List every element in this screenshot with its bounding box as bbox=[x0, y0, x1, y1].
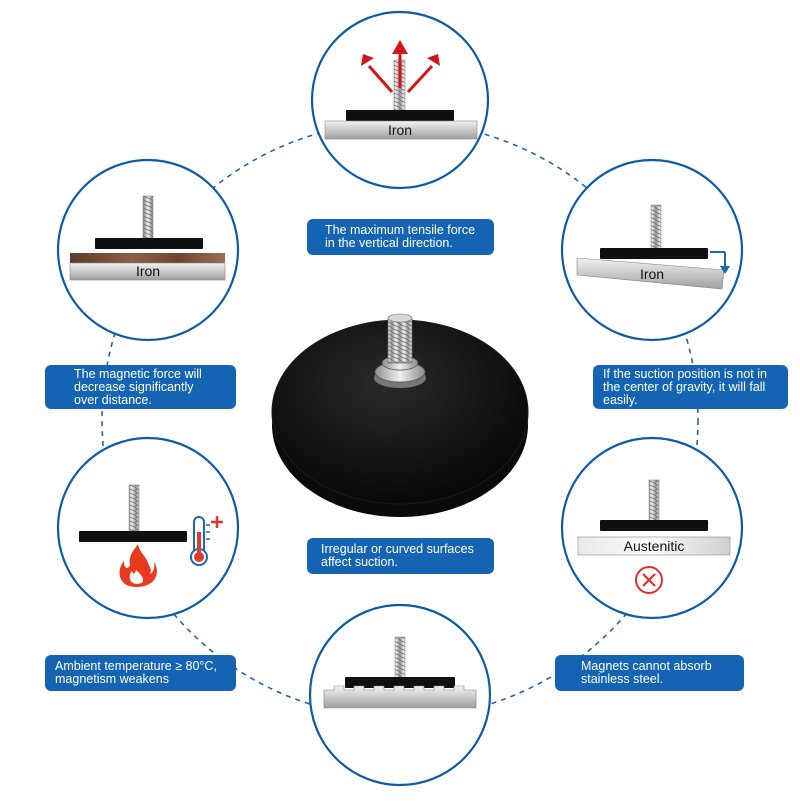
caption-distance: The magnetic force will decrease signifi… bbox=[45, 365, 236, 409]
central-magnet bbox=[271, 313, 529, 517]
caption-irregular-surface: Irregular or curved surfaces affect suct… bbox=[307, 538, 494, 574]
caption-temperature: Ambient temperature ≥ 80°C, magnetism we… bbox=[45, 655, 236, 691]
caption-line: Magnets cannot absorb bbox=[581, 659, 712, 673]
caption-line: The magnetic force will bbox=[74, 367, 202, 381]
thermometer-icon bbox=[190, 516, 223, 566]
lower-left-panel bbox=[56, 436, 240, 620]
left-panel: Iron bbox=[56, 158, 240, 342]
caption-line: stainless steel. bbox=[581, 672, 663, 686]
bottom-panel bbox=[308, 603, 492, 787]
forbidden-icon bbox=[635, 566, 663, 594]
arrow-up-icon bbox=[361, 40, 440, 94]
caption-line: over distance. bbox=[74, 393, 152, 407]
right-panel: Iron bbox=[560, 158, 744, 342]
caption-vertical-force: The maximum tensile force in the vertica… bbox=[307, 219, 494, 255]
caption-line: easily. bbox=[603, 393, 638, 407]
caption-line: magnetism weakens bbox=[55, 672, 169, 686]
surface-label-top: Iron bbox=[388, 122, 412, 138]
caption-line: affect suction. bbox=[321, 555, 398, 569]
caption-gravity-center: If the suction position is not in the ce… bbox=[593, 365, 788, 409]
surface-label-right: Iron bbox=[640, 266, 664, 282]
caption-line: in the vertical direction. bbox=[325, 236, 453, 250]
top-panel: Iron bbox=[310, 10, 490, 190]
caption-stainless: Magnets cannot absorb stainless steel. bbox=[555, 655, 744, 691]
caption-line: The maximum tensile force bbox=[325, 223, 476, 237]
caption-line: Irregular or curved surfaces bbox=[321, 542, 474, 556]
caption-line: decrease significantly bbox=[74, 380, 194, 394]
caption-line: If the suction position is not in bbox=[603, 367, 767, 381]
surface-label-left: Iron bbox=[136, 263, 160, 279]
caption-line: Ambient temperature ≥ 80°C, bbox=[55, 659, 217, 673]
surface-label-lower-right: Austenitic bbox=[624, 538, 685, 554]
tilt-arrow-icon bbox=[710, 251, 730, 274]
caption-line: the center of gravity, it will fall bbox=[603, 380, 766, 394]
flame-icon bbox=[119, 544, 157, 587]
lower-right-panel: Austenitic bbox=[560, 436, 744, 620]
